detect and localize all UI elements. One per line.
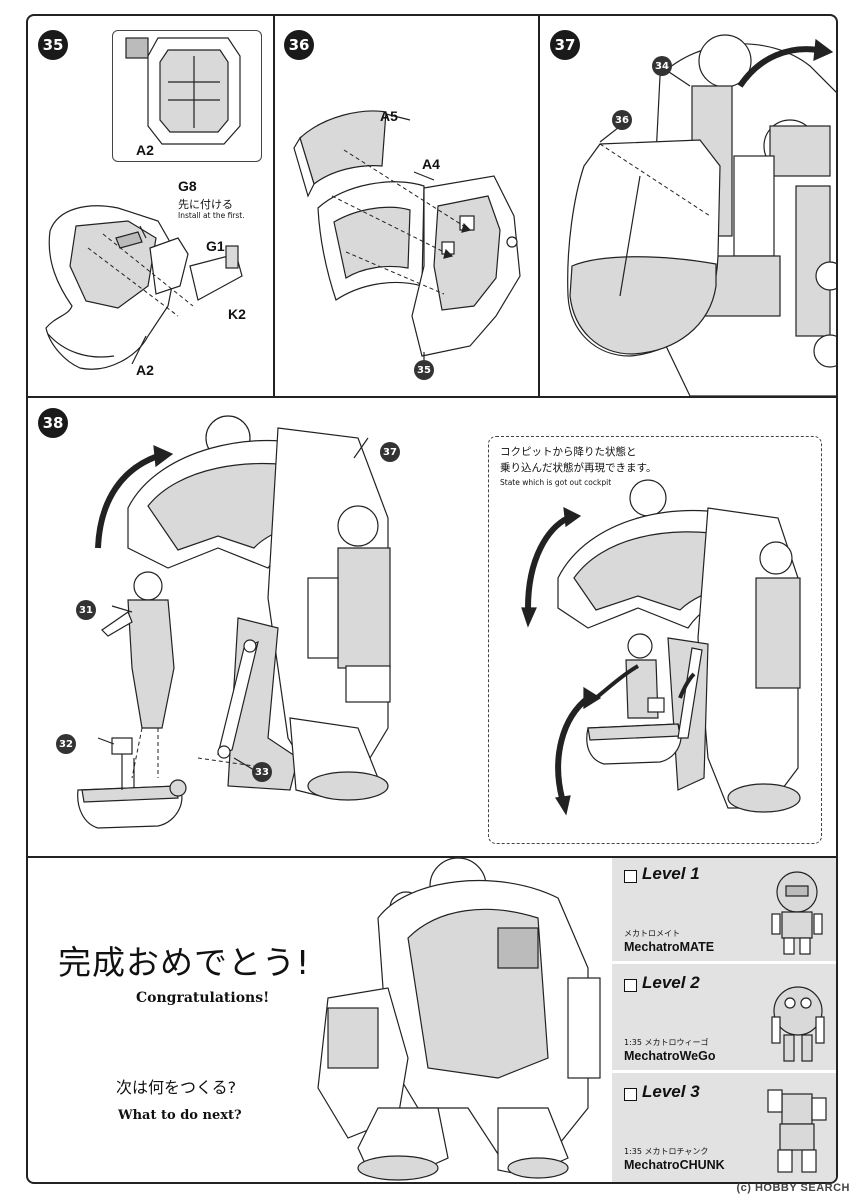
part-label: K2: [228, 306, 246, 322]
install-first-note-jp: 先に付ける: [178, 198, 233, 211]
level-checkbox[interactable]: [624, 979, 637, 992]
pose-note-en: State which is got out cockpit: [500, 478, 612, 487]
step-reference: 36: [612, 110, 632, 130]
part-label: A2: [136, 142, 154, 158]
level-item: Level 3 1:35 メカトロチャンク MechatroCHUNK: [612, 1076, 836, 1182]
step-36-panel: 36 A5 A4 35: [274, 16, 538, 396]
completed-robot-illustration: [317, 857, 601, 1181]
step-reference: 37: [380, 442, 400, 462]
level-checkbox[interactable]: [624, 1088, 637, 1101]
pose-note-jp-line1: コクピットから降りた状態と: [500, 446, 637, 458]
mechatro-wego-thumbnail: [771, 986, 825, 1062]
pose-note-jp-line2: 乗り込んだ状態が再現できます。: [500, 462, 657, 474]
step-35-panel: 35 A2 G8 先に付ける Install a: [28, 16, 273, 396]
level-kit-jp: メカトロメイト: [624, 929, 680, 938]
part-label: A2: [136, 362, 154, 378]
instruction-sheet: 35 A2 G8 先に付ける Install a: [26, 14, 838, 1184]
level-item: Level 2 1:35 メカトロウィーゴ MechatroWeGo: [612, 967, 836, 1073]
step-reference: 34: [652, 56, 672, 76]
level-kit-jp: 1:35 メカトロウィーゴ: [624, 1038, 709, 1047]
step-number: 38: [38, 408, 68, 438]
next-kit-levels: Level 1 メカトロメイト MechatroMATE Level 2 1:3…: [612, 858, 836, 1182]
step-number: 35: [38, 30, 68, 60]
step-38-panel: 38: [28, 398, 836, 856]
step-reference: 32: [56, 734, 76, 754]
what-next-en: What to do next?: [118, 1108, 242, 1123]
step-36-illustration: [293, 110, 521, 368]
part-label: G1: [206, 238, 225, 254]
install-first-note-en: Install at the first.: [178, 211, 245, 220]
level-name: Level 2: [642, 973, 700, 992]
level-item: Level 1 メカトロメイト MechatroMATE: [612, 858, 836, 964]
step-38-illustration: [77, 415, 801, 829]
part-label: A4: [422, 156, 440, 172]
level-kit-jp: 1:35 メカトロチャンク: [624, 1147, 709, 1156]
level-checkbox[interactable]: [624, 870, 637, 883]
mechatro-mate-thumbnail: [771, 871, 823, 955]
divider: [28, 856, 836, 858]
step-number: 36: [284, 30, 314, 60]
watermark: (c) HOBBY SEARCH: [736, 1182, 850, 1194]
step-reference: 31: [76, 600, 96, 620]
level-name: Level 1: [642, 864, 700, 883]
mechatro-chunk-thumbnail: [767, 1089, 827, 1173]
level-kit-en: MechatroWeGo: [624, 1049, 716, 1063]
part-label: A5: [380, 108, 398, 124]
congratulations-en: Congratulations!: [136, 990, 270, 1006]
divider: [538, 16, 540, 396]
step-reference: 35: [414, 360, 434, 380]
finale-panel: [28, 857, 612, 1182]
level-kit-en: MechatroMATE: [624, 940, 715, 954]
level-name: Level 3: [642, 1082, 700, 1101]
alternate-pose-box: [488, 436, 822, 844]
step-reference: 33: [252, 762, 272, 782]
step-37-illustration: [567, 34, 836, 397]
step-35-illustration: [45, 37, 243, 370]
part-label: G8: [178, 178, 197, 194]
step-37-panel: 37 34 36: [540, 16, 836, 397]
what-next-jp: 次は何をつくる?: [116, 1078, 237, 1097]
congratulations-jp: 完成おめでとう!: [58, 943, 311, 982]
step-number: 37: [550, 30, 580, 60]
part-inset: [112, 30, 262, 162]
divider: [28, 396, 836, 398]
level-kit-en: MechatroCHUNK: [624, 1158, 725, 1172]
divider: [273, 16, 275, 396]
